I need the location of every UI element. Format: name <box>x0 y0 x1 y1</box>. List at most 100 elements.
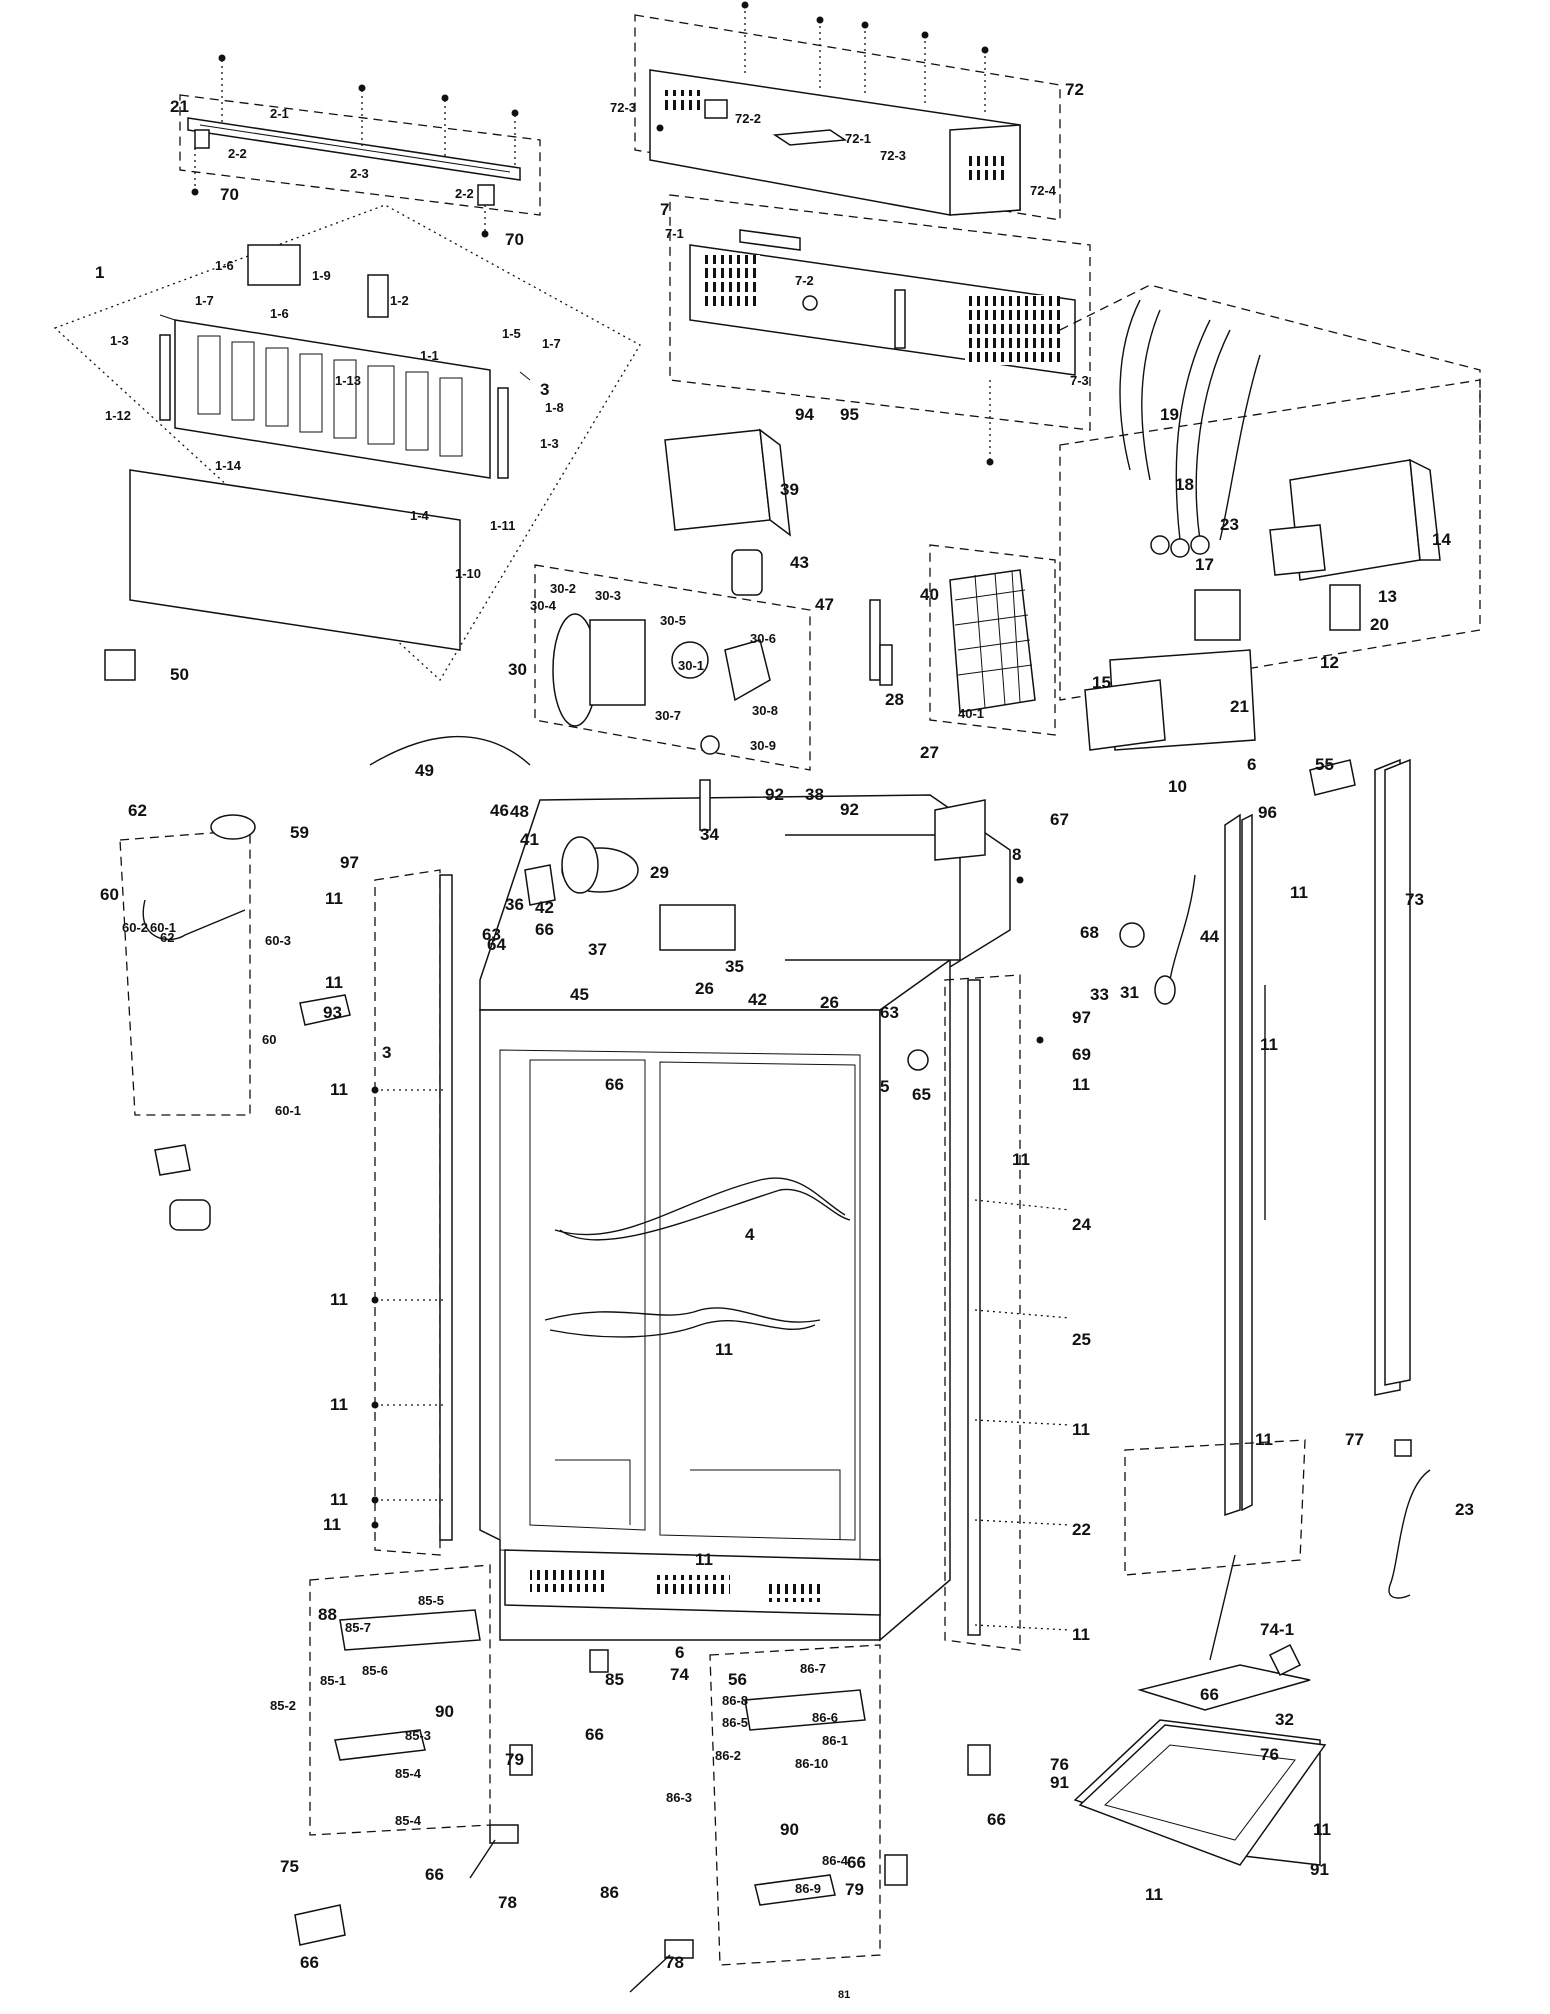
callout-label: 29 <box>650 863 669 882</box>
callout-label: 66 <box>987 1810 1006 1829</box>
callout-label: 39 <box>780 480 799 499</box>
callout-label: 86-9 <box>795 1881 821 1896</box>
cord-plug <box>1394 1439 1412 1457</box>
callout-label: 1-11 <box>490 518 515 533</box>
callout-label: 11 <box>715 1340 733 1359</box>
callout-label: 96 <box>1258 803 1277 822</box>
screw-marker <box>441 94 449 102</box>
callout-label: 11 <box>1072 1075 1090 1094</box>
callout-label: 74 <box>670 1665 689 1684</box>
callout-label: 11 <box>325 973 343 992</box>
callout-label: 85-5 <box>418 1593 444 1608</box>
callout-label: 90 <box>780 1820 799 1839</box>
callout-label: 44 <box>1200 927 1219 946</box>
callout-label: 85-4 <box>395 1813 422 1828</box>
screw-marker <box>371 1521 379 1529</box>
callout-label: 1-9 <box>312 268 331 283</box>
callout-label: 59 <box>290 823 309 842</box>
callout-label: 1-3 <box>110 333 129 348</box>
top-trim-assembly <box>179 60 541 232</box>
callout-label: 23 <box>1455 1500 1474 1519</box>
callout-label: 3 <box>540 380 549 399</box>
callout-label: 69 <box>1072 1045 1091 1064</box>
callout-label: 32 <box>1275 1710 1294 1729</box>
callout-label: 72-3 <box>610 100 636 115</box>
callout-label: 11 <box>1260 1035 1278 1054</box>
callout-label: 42 <box>535 898 554 917</box>
screw-marker <box>1036 1036 1044 1044</box>
callout-label: 11 <box>330 1490 348 1509</box>
callout-label: 30-3 <box>595 588 621 603</box>
callout-label: 1-6 <box>270 306 289 321</box>
fan-motor-assembly <box>534 564 811 771</box>
callout-label: 11 <box>330 1080 348 1099</box>
callout-label: 77 <box>1345 1430 1364 1449</box>
callout-label: 38 <box>805 785 824 804</box>
callout-label: 30-7 <box>655 708 681 723</box>
callout-label: 30-6 <box>750 631 776 646</box>
screw-marker <box>371 1086 379 1094</box>
callout-label: 85-3 <box>405 1728 431 1743</box>
callout-label: 74-1 <box>1260 1620 1294 1639</box>
callout-label: 11 <box>695 1550 713 1569</box>
screw-marker <box>218 54 226 62</box>
callout-label: 19 <box>1160 405 1179 424</box>
callout-label: 26 <box>695 979 714 998</box>
control-box-assembly <box>1059 379 1481 751</box>
rear-grille-assembly <box>669 194 1091 460</box>
callout-label: 14 <box>1432 530 1451 549</box>
callout-label: 63 <box>482 925 501 944</box>
callout-label: 1-14 <box>215 458 242 473</box>
callout-label: 40-1 <box>958 706 984 721</box>
callout-label: 50 <box>170 665 189 684</box>
callout-label: 1-12 <box>105 408 131 423</box>
callout-label: 1-1 <box>420 348 439 363</box>
callout-label: 45 <box>570 985 589 1004</box>
callout-label: 1-8 <box>545 400 564 415</box>
callout-label: 66 <box>847 1853 866 1872</box>
callout-label: 23 <box>1220 515 1239 534</box>
callout-label: 86-5 <box>722 1715 748 1730</box>
callout-label: 85-2 <box>270 1698 296 1713</box>
callout-label: 15 <box>1092 673 1111 692</box>
callout-label: 1-3 <box>540 436 559 451</box>
wire-harness-18-19 <box>1059 284 1481 558</box>
callout-label: 64 <box>487 935 506 954</box>
callout-label: 63 <box>880 1003 899 1022</box>
callout-label: 30-2 <box>550 581 576 596</box>
callout-label: 21 <box>170 97 189 116</box>
callout-label: 76 <box>1050 1755 1069 1774</box>
callout-label: 2-1 <box>270 106 289 121</box>
callout-label: 72-2 <box>735 111 761 126</box>
callout-label: 60-1 <box>275 1103 301 1118</box>
callout-label: 11 <box>1072 1420 1090 1439</box>
callout-label: 37 <box>588 940 607 959</box>
callout-label: 5 <box>880 1077 889 1096</box>
callout-label: 91 <box>1050 1773 1069 1792</box>
callout-label: 1-4 <box>410 508 430 523</box>
screw-marker <box>861 21 869 29</box>
hinge-assembly-60 <box>119 814 351 1231</box>
callout-label: 47 <box>815 595 834 614</box>
callout-label: 97 <box>340 853 359 872</box>
callout-label: 11 <box>1255 1430 1273 1449</box>
callout-label: 66 <box>425 1865 444 1884</box>
callout-label: 20 <box>1370 615 1389 634</box>
callout-label: 11 <box>325 889 343 908</box>
callout-label: 60 <box>262 1032 276 1047</box>
callout-label: 91 <box>1310 1860 1329 1879</box>
casters <box>469 1649 991 1993</box>
callout-label: 11 <box>1072 1625 1090 1644</box>
callout-label: 27 <box>920 743 939 762</box>
callout-label: 94 <box>795 405 814 424</box>
screw-marker <box>921 31 929 39</box>
screw-marker <box>511 109 519 117</box>
screw-marker <box>371 1401 379 1409</box>
callout-label: 17 <box>1195 555 1214 574</box>
callout-label: 81 <box>838 1989 850 2001</box>
callout-label: 11 <box>1290 883 1308 902</box>
callout-label: 31 <box>1120 983 1139 1002</box>
callout-label: 75 <box>280 1857 299 1876</box>
callout-label: 78 <box>498 1893 517 1912</box>
